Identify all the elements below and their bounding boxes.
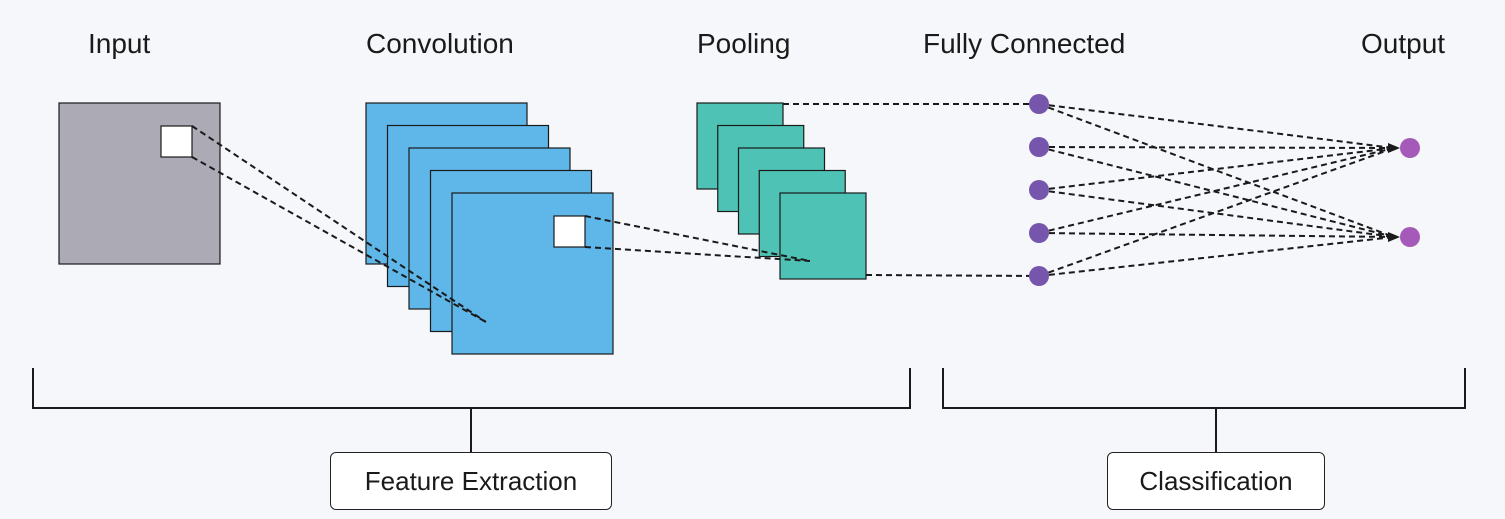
conv-feature-map-5 — [451, 192, 614, 355]
fc-to-output-line-3-2 — [1038, 189, 1395, 238]
fc-node-4 — [1029, 223, 1049, 243]
input-label: Input — [88, 28, 151, 59]
output-label: Output — [1361, 28, 1446, 59]
fc-to-output-line-1-2 — [1038, 103, 1395, 238]
output-node-2 — [1400, 227, 1420, 247]
pool-feature-map-5 — [779, 192, 867, 280]
input-feature-map — [58, 102, 221, 265]
feature-extraction-bracket — [32, 368, 911, 409]
classification-bracket — [942, 368, 1466, 409]
input-kernel-line-bottom — [191, 156, 487, 323]
output-arrowhead-1 — [1388, 143, 1400, 153]
fully-connected-label: Fully Connected — [923, 28, 1126, 59]
fc-to-output-line-2-1 — [1038, 146, 1395, 149]
pooling-label: Pooling — [697, 28, 791, 59]
fc-node-3 — [1029, 180, 1049, 200]
fc-to-output-line-4-2 — [1038, 232, 1395, 238]
conv-kernel-window — [553, 215, 586, 248]
conv-kernel-line-bottom — [584, 246, 811, 262]
input-kernel-window — [160, 125, 193, 158]
fc-node-2 — [1029, 137, 1049, 157]
input-kernel-line-top — [191, 125, 487, 323]
fc-to-output-line-4-1 — [1038, 147, 1395, 234]
fc-node-1 — [1029, 94, 1049, 114]
convolution-label: Convolution — [366, 28, 514, 59]
fc-to-output-line-3-1 — [1038, 147, 1395, 191]
fc-to-output-line-2-2 — [1038, 146, 1395, 238]
output-node-1 — [1400, 138, 1420, 158]
fc-to-output-line-1-1 — [1038, 103, 1395, 149]
fc-to-output-line-5-1 — [1038, 147, 1395, 277]
fc-node-5 — [1029, 266, 1049, 286]
pool-to-fc-line-bottom — [865, 274, 1040, 277]
classification-label: Classification — [1107, 452, 1325, 510]
fc-to-output-line-5-2 — [1038, 236, 1395, 277]
conv-kernel-line-top — [584, 215, 811, 262]
output-arrowhead-2 — [1388, 232, 1400, 242]
feature-extraction-label: Feature Extraction — [330, 452, 612, 510]
